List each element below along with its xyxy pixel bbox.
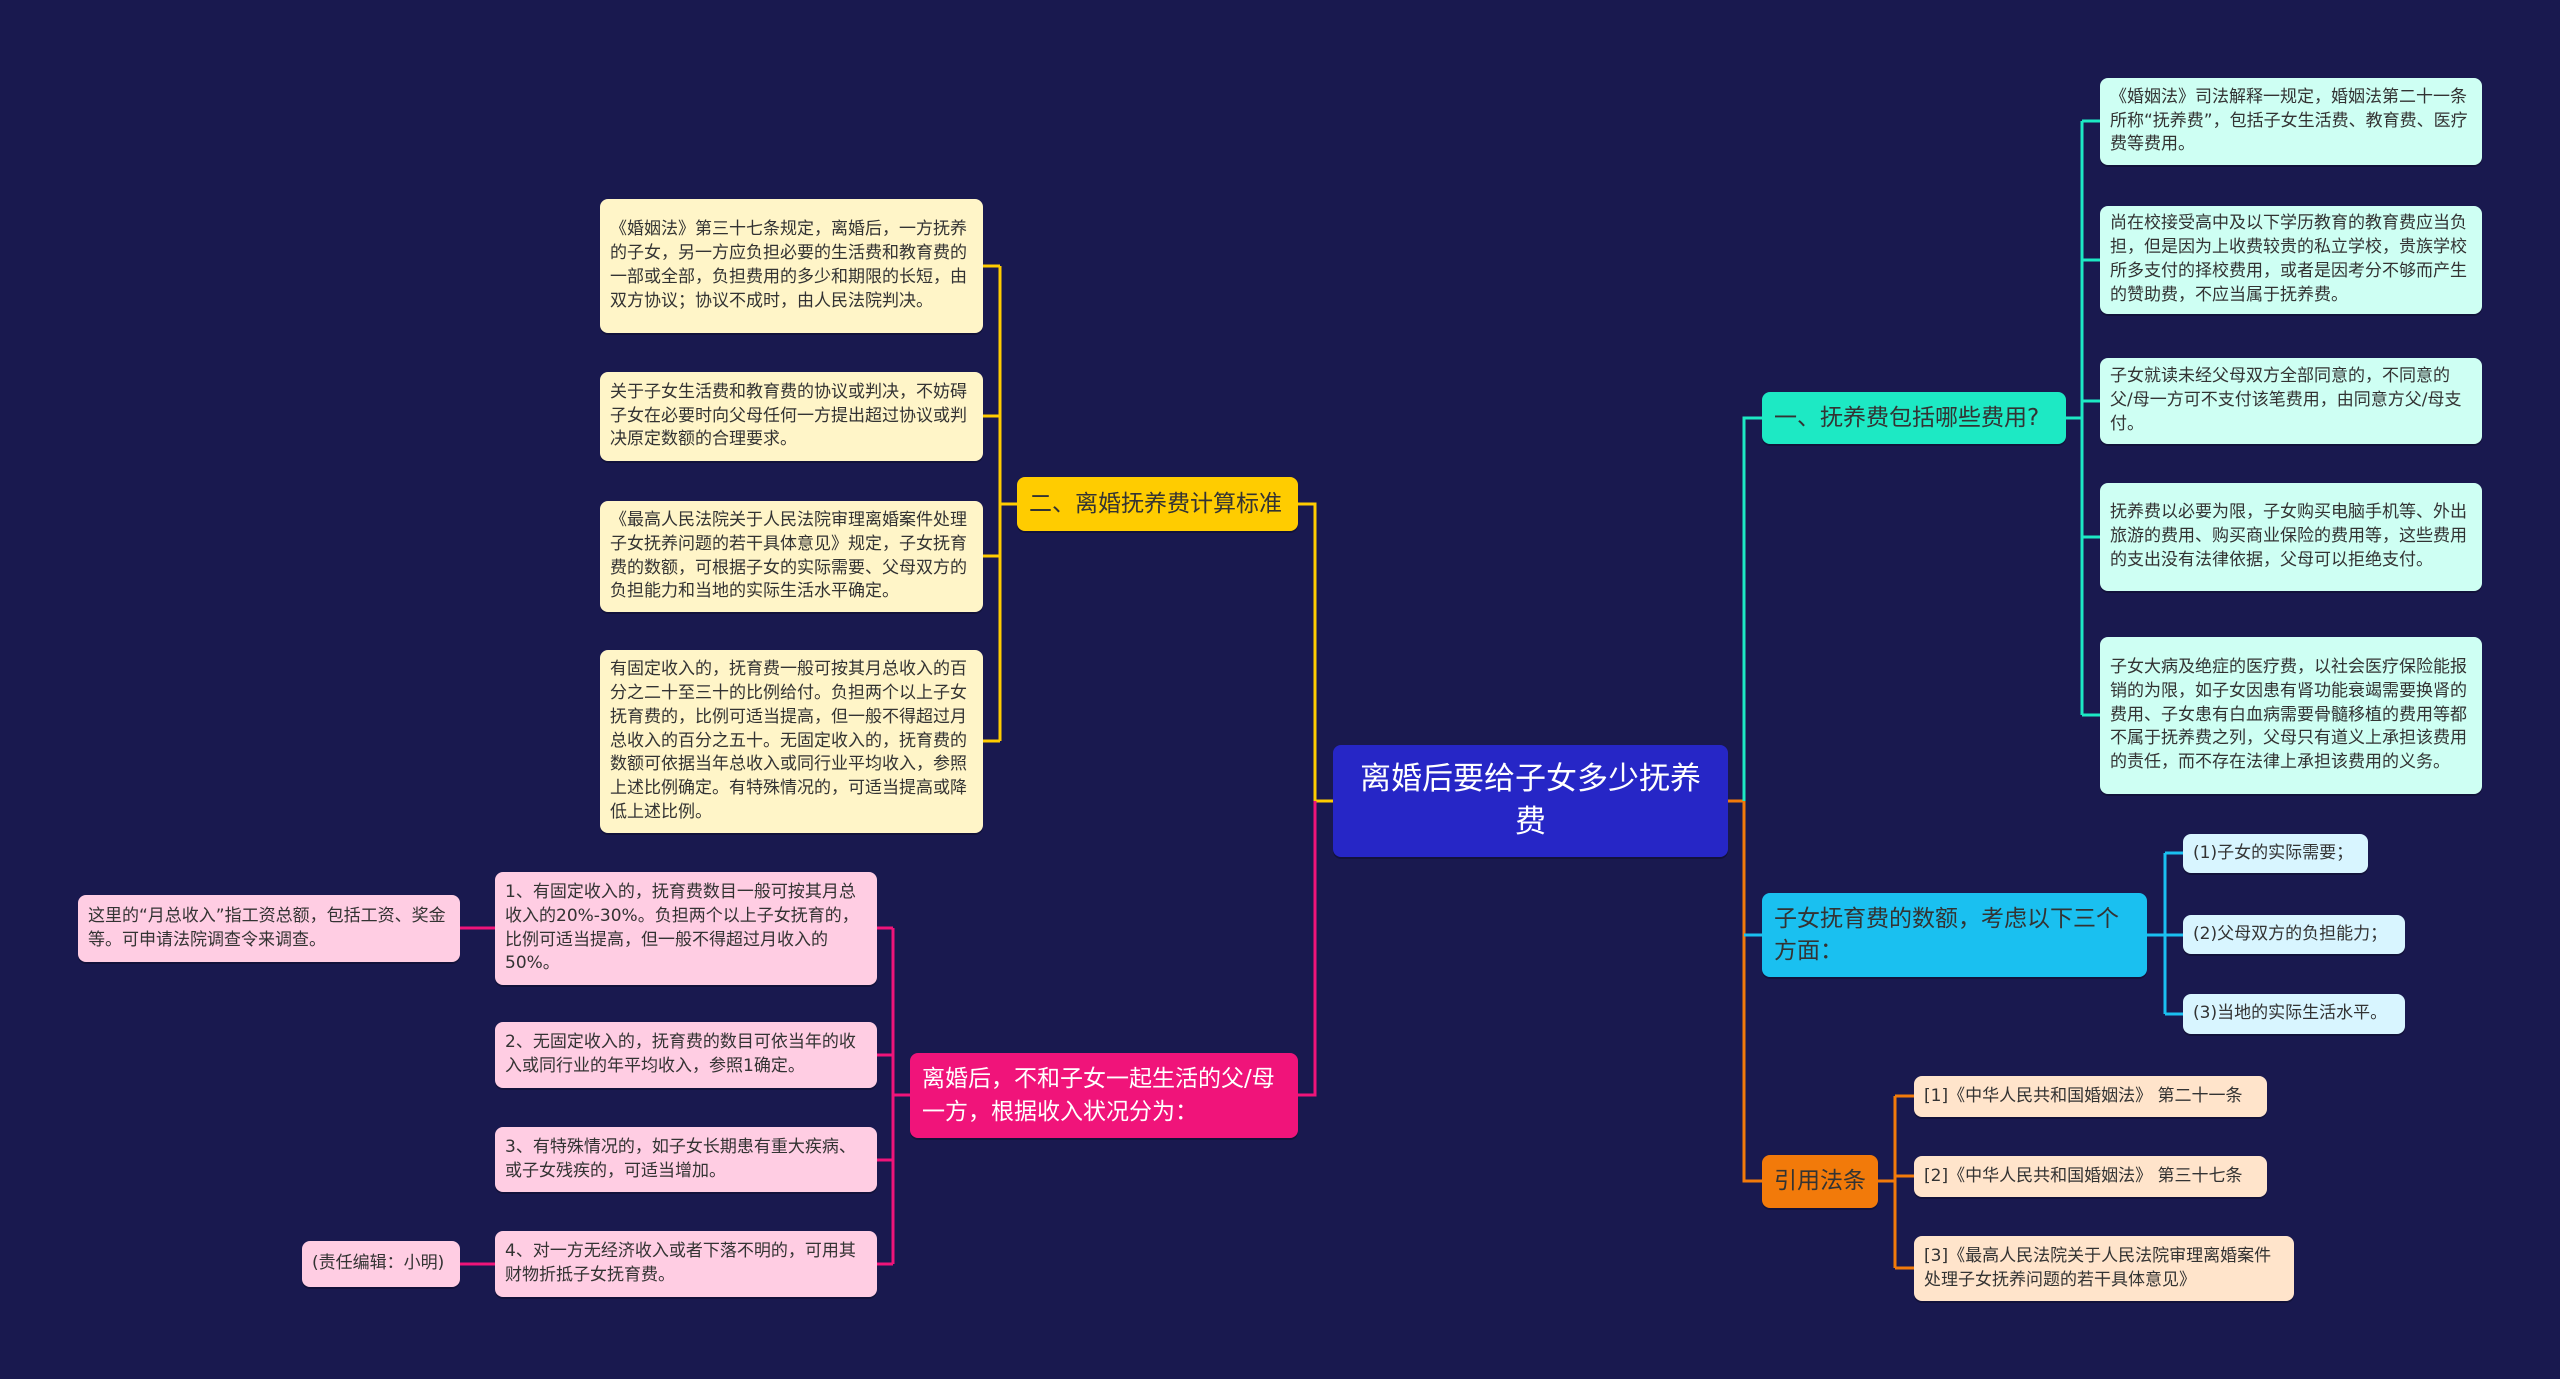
include-item[interactable]: 尚在校接受高中及以下学历教育的教育费应当负担，但是因为上收费较贵的私立学校，贵族… xyxy=(2100,206,2482,314)
branch-income-status[interactable]: 离婚后，不和子女一起生活的父/母一方，根据收入状况分为： xyxy=(910,1053,1298,1138)
amount-item[interactable]: (3)当地的实际生活水平。 xyxy=(2183,994,2405,1034)
calc-item[interactable]: 关于子女生活费和教育费的协议或判决，不妨碍子女在必要时向父母任何一方提出超过协议… xyxy=(600,372,983,461)
income-item[interactable]: 4、对一方无经济收入或者下落不明的，可用其财物折抵子女抚育费。 xyxy=(495,1231,877,1297)
branch-amount-factors[interactable]: 子女抚育费的数额，考虑以下三个方面： xyxy=(1762,893,2147,977)
income-note-monthly[interactable]: 这里的“月总收入”指工资总额，包括工资、奖金等。可申请法院调查令来调查。 xyxy=(78,895,460,962)
calc-item[interactable]: 有固定收入的，抚育费一般可按其月总收入的百分之二十至三十的比例给付。负担两个以上… xyxy=(600,650,983,833)
calc-item[interactable]: 《最高人民法院关于人民法院审理离婚案件处理子女抚养问题的若干具体意见》规定，子女… xyxy=(600,501,983,612)
calc-item[interactable]: 《婚姻法》第三十七条规定，离婚后，一方抚养的子女，另一方应负担必要的生活费和教育… xyxy=(600,199,983,333)
income-item[interactable]: 2、无固定收入的，抚育费的数目可依当年的收入或同行业的年平均收入，参照1确定。 xyxy=(495,1022,877,1088)
branch-cited-laws[interactable]: 引用法条 xyxy=(1762,1155,1878,1208)
central-topic[interactable]: 离婚后要给子女多少抚养费 xyxy=(1333,745,1728,857)
amount-item[interactable]: (2)父母双方的负担能力； xyxy=(2183,915,2405,954)
editor-note[interactable]: (责任编辑：小明) xyxy=(302,1241,460,1287)
amount-item[interactable]: (1)子女的实际需要； xyxy=(2183,834,2368,873)
law-item[interactable]: [1]《中华人民共和国婚姻法》 第二十一条 xyxy=(1914,1076,2267,1117)
branch-calc-standard[interactable]: 二、离婚抚养费计算标准 xyxy=(1017,477,1298,531)
income-item[interactable]: 1、有固定收入的，抚育费数目一般可按其月总收入的20%-30%。负担两个以上子女… xyxy=(495,872,877,985)
include-item[interactable]: 子女就读未经父母双方全部同意的，不同意的父/母一方可不支付该笔费用，由同意方父/… xyxy=(2100,358,2482,444)
income-item[interactable]: 3、有特殊情况的，如子女长期患有重大疾病、或子女残疾的，可适当增加。 xyxy=(495,1127,877,1192)
law-item[interactable]: [2]《中华人民共和国婚姻法》 第三十七条 xyxy=(1914,1156,2267,1197)
branch-included-fees[interactable]: 一、抚养费包括哪些费用? xyxy=(1762,392,2066,444)
law-item[interactable]: [3]《最高人民法院关于人民法院审理离婚案件处理子女抚养问题的若干具体意见》 xyxy=(1914,1236,2294,1301)
include-item[interactable]: 《婚姻法》司法解释一规定，婚姻法第二十一条所称“抚养费”，包括子女生活费、教育费… xyxy=(2100,78,2482,165)
include-item[interactable]: 子女大病及绝症的医疗费，以社会医疗保险能报销的为限，如子女因患有肾功能衰竭需要换… xyxy=(2100,637,2482,794)
include-item[interactable]: 抚养费以必要为限，子女购买电脑手机等、外出旅游的费用、购买商业保险的费用等，这些… xyxy=(2100,483,2482,591)
